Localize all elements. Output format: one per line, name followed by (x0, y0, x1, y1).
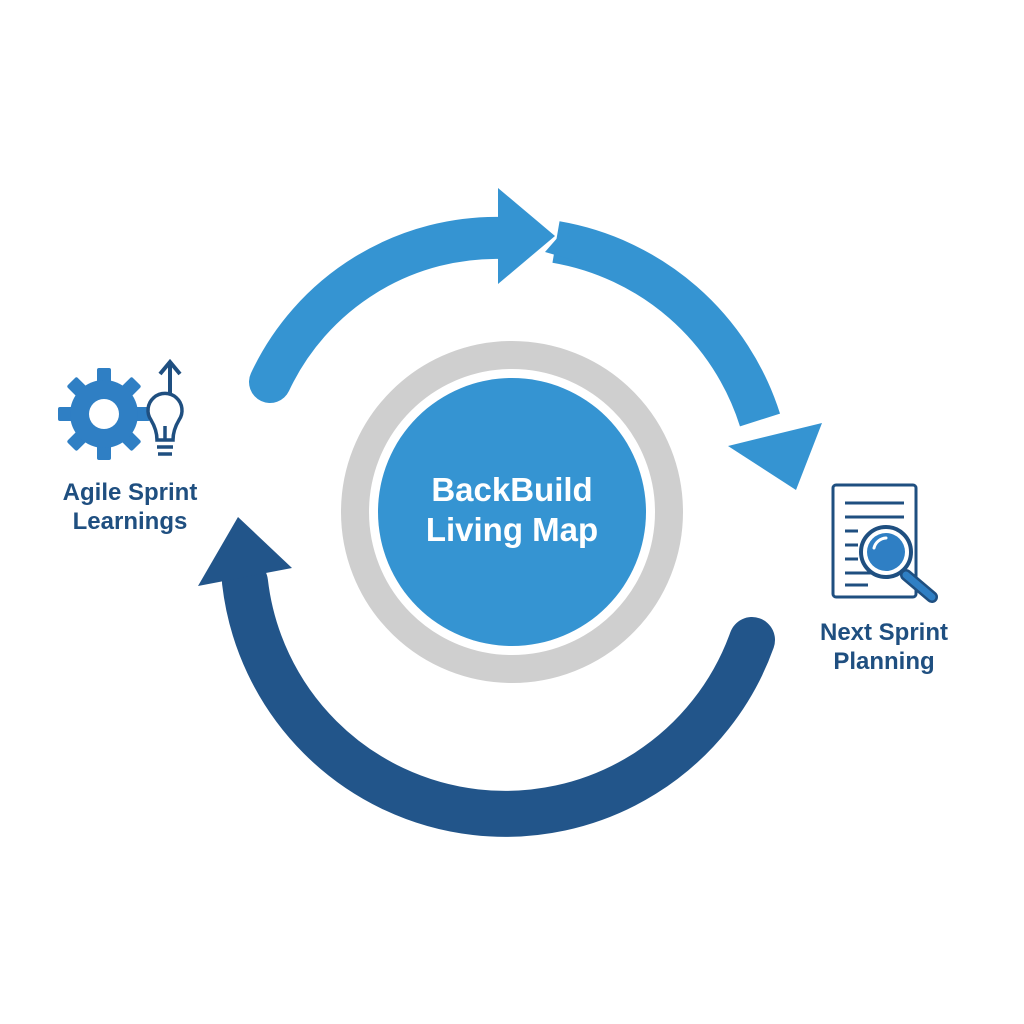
center-disc (378, 378, 646, 646)
right-label-line2: Planning (833, 648, 935, 676)
right-label-line1: Next Sprint (819, 619, 948, 646)
right-arc (552, 221, 781, 427)
right-arc-notch-cap (545, 228, 580, 262)
bottom-arrowhead (198, 517, 292, 586)
next-sprint-planning-label: Next Sprint Planning (796, 618, 972, 677)
lightbulb-icon (146, 391, 184, 456)
left-label-line2: Learnings (72, 508, 188, 536)
gear-lightbulb-icon (58, 358, 184, 460)
right-arrowhead (728, 423, 822, 490)
center-title-line2: Living Map (425, 511, 599, 549)
magnifier-icon (859, 525, 938, 603)
gear-icon (58, 368, 150, 460)
center-title: BackBuild Living Map (392, 470, 632, 551)
top-arc (249, 216, 526, 403)
bottom-arc (222, 559, 775, 837)
center-title-line1: BackBuild (431, 471, 593, 508)
center-ring (341, 341, 683, 683)
agile-sprint-learnings-label: Agile Sprint Learnings (40, 478, 220, 537)
top-arrowhead (498, 188, 555, 284)
document-magnifier-icon (831, 483, 938, 603)
left-label-line1: Agile Sprint (62, 479, 198, 506)
